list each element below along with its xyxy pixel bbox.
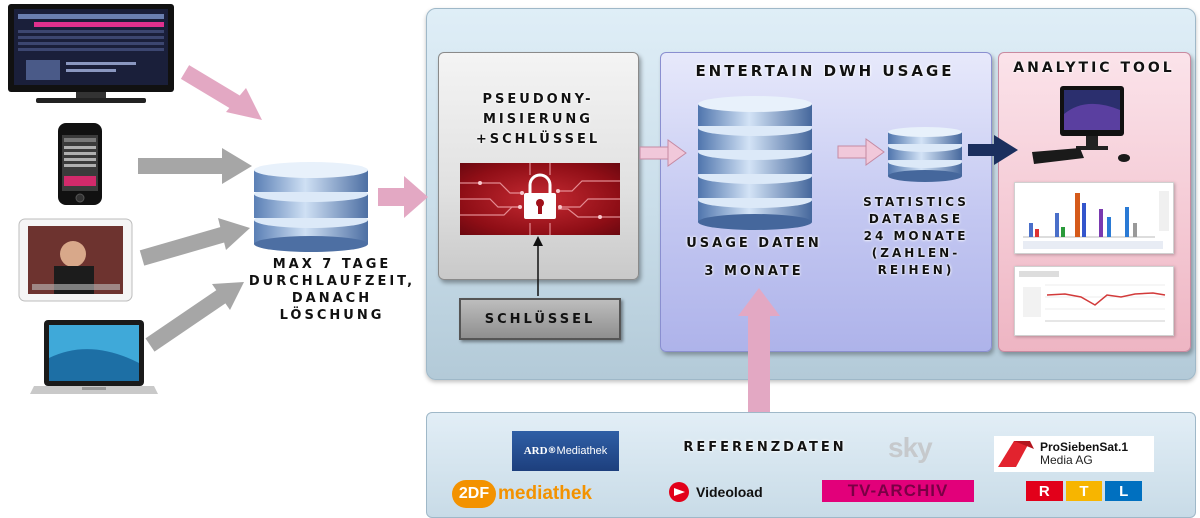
statistics-line-4: (ZAHLEN- — [871, 246, 961, 260]
line-chart-thumbnail — [1014, 266, 1174, 336]
videoload-logo-text: Videoload — [696, 484, 763, 500]
ingest-label-line-3: DANACH — [291, 291, 373, 306]
reference-data-title: REFERENZDATEN — [683, 440, 847, 455]
dwh-title: ENTERTAIN DWH USAGE — [695, 62, 955, 80]
tv-arrow — [180, 65, 262, 120]
statistics-to-analytic-arrow — [968, 135, 1018, 165]
laptop-icon — [30, 318, 160, 398]
rtl-letter-l: L — [1105, 481, 1143, 501]
prosiebensat1-icon — [998, 441, 1034, 467]
pseudonymization-to-dwh-arrow — [639, 139, 687, 167]
sky-logo-text: sky — [888, 432, 933, 463]
tablet-icon — [18, 218, 133, 302]
usage-data-label: USAGE DATEN — [686, 236, 822, 251]
statistics-database-icon — [885, 126, 965, 186]
statistics-line-1: STATISTICS — [863, 195, 969, 209]
smartphone-icon — [57, 122, 103, 206]
prosiebensat1-logo: ProSiebenSat.1 Media AG — [994, 436, 1154, 472]
key-box: SCHLÜSSEL — [459, 298, 621, 340]
ard-logo-text: ARD — [523, 445, 548, 457]
tablet-arrow — [139, 218, 250, 266]
pseudonymization-title: PSEUDONY- MISIERUNG +SCHLÜSSEL — [440, 90, 636, 150]
pseudo-title-line-3: +SCHLÜSSEL — [475, 132, 601, 147]
usage-to-statistics-arrow — [837, 138, 885, 166]
rtl-logo: R T L — [1026, 481, 1143, 501]
statistics-line-3: 24 MONATE — [863, 229, 969, 243]
key-label: SCHLÜSSEL — [484, 311, 596, 327]
zdf-logo-badge: 2DF — [452, 480, 496, 508]
reference-to-dwh-arrow — [738, 288, 780, 412]
ard-logo-mark: ® — [547, 446, 557, 456]
prosieben-line-1: ProSiebenSat.1 — [1040, 440, 1129, 454]
statistics-line-2: DATABASE — [868, 212, 964, 226]
tv-icon — [6, 2, 176, 106]
videoload-logo: Videoload — [668, 480, 788, 504]
smartphone-arrow — [138, 148, 252, 184]
rtl-letter-t: T — [1065, 481, 1103, 501]
usage-retention-label: 3 MONATE — [704, 264, 804, 279]
key-to-pseudonymization-arrow — [533, 236, 543, 296]
security-lock-image — [460, 163, 620, 235]
ard-logo-rest: Mediathek — [556, 445, 608, 457]
zdf-mediathek-logo: 2DF mediathek — [452, 476, 638, 512]
zdf-logo-rest: mediathek — [498, 483, 592, 504]
ingest-label-line-4: LÖSCHUNG — [279, 308, 385, 323]
statistics-line-5: REIHEN) — [877, 263, 955, 277]
tv-archiv-text: TV-ARCHIV — [847, 481, 949, 500]
pseudo-title-line-2: MISIERUNG — [483, 112, 593, 127]
rtl-letter-r: R — [1026, 481, 1063, 501]
ingest-label-line-1: MAX 7 TAGE — [272, 257, 392, 272]
videoload-icon — [669, 482, 689, 502]
prosieben-line-2: Media AG — [1040, 453, 1093, 467]
bar-chart-thumbnail — [1014, 182, 1174, 254]
sky-logo: sky — [888, 432, 948, 472]
ingest-label-line-2: DURCHLAUFZEIT, — [248, 274, 416, 289]
ard-mediathek-logo: ARD®Mediathek — [512, 431, 619, 471]
zdf-logo-prefix: 2DF — [458, 485, 490, 502]
analytic-title: ANALYTIC TOOL — [1013, 60, 1175, 76]
tv-archiv-logo: TV-ARCHIV — [822, 480, 974, 502]
ingest-to-pseudonymization-arrow — [378, 176, 428, 218]
computer-icon — [1026, 84, 1138, 170]
pseudo-title-line-1: PSEUDONY- — [482, 92, 594, 107]
statistics-label: STATISTICS DATABASE 24 MONATE (ZAHLEN- R… — [846, 194, 986, 279]
laptop-arrow — [145, 282, 244, 352]
ingest-retention-label: MAX 7 TAGE DURCHLAUFZEIT, DANACH LÖSCHUN… — [232, 256, 432, 324]
ingest-database-icon — [250, 160, 372, 255]
usage-database-icon — [694, 92, 816, 232]
